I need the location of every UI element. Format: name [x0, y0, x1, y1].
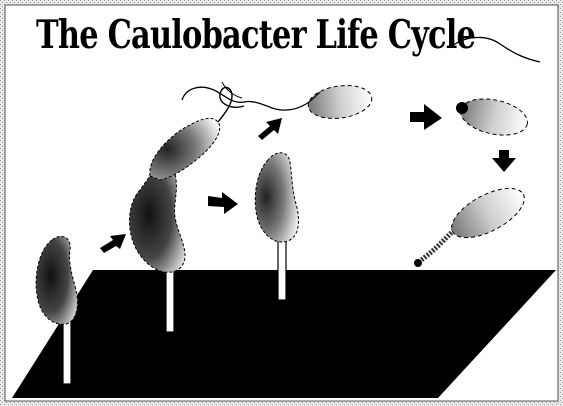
- stage-6-stalked-cell: [414, 178, 532, 267]
- arrow-2: [208, 192, 238, 214]
- figure-title: The Caulobacter Life Cycle: [36, 12, 475, 58]
- arrow-1: [100, 234, 126, 253]
- arrow-5: [492, 150, 516, 172]
- arrow-4: [410, 104, 442, 130]
- stage-4-swarmer-cell: [182, 82, 374, 123]
- arrow-3: [258, 118, 282, 140]
